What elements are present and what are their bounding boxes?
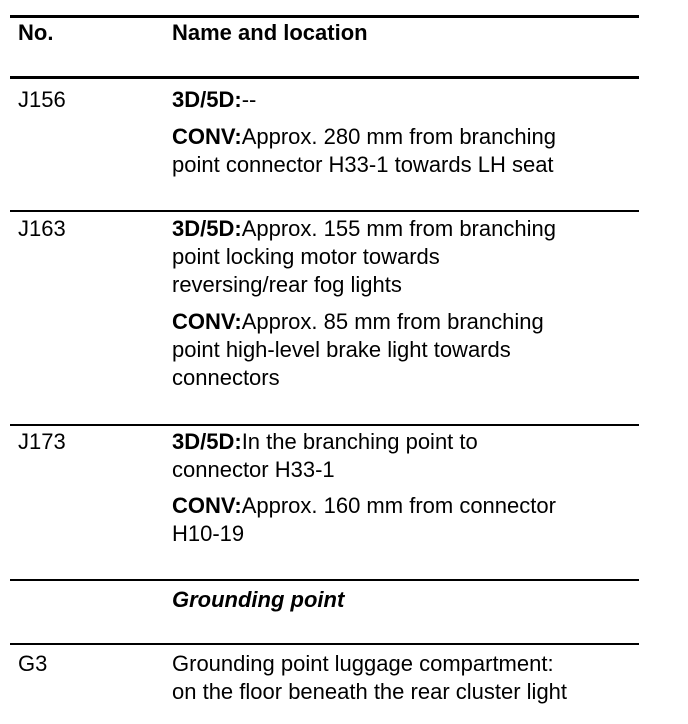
section-heading: Grounding point bbox=[172, 587, 345, 612]
entry-line: Approx. 155 mm from branching bbox=[241, 216, 556, 241]
entry-prefix: CONV: bbox=[172, 124, 242, 149]
column-header-no: No. bbox=[18, 20, 54, 45]
entry-3d5d: 3D/5D:Approx. 155 mm from branching bbox=[172, 215, 556, 243]
entry-prefix: CONV: bbox=[172, 493, 242, 518]
entry-line: Grounding point luggage compartment: bbox=[172, 651, 554, 676]
header-top-rule bbox=[10, 15, 639, 18]
entry-line: connector H33-1 bbox=[172, 457, 335, 482]
entry-line: connectors bbox=[172, 365, 280, 390]
entry-line: Approx. 280 mm from branching bbox=[241, 124, 556, 149]
entry-conv: CONV:Approx. 160 mm from connector bbox=[172, 492, 556, 520]
entry-line: point locking motor towards bbox=[172, 244, 440, 269]
entry-3d5d: 3D/5D:-- bbox=[172, 86, 256, 114]
entry-line: on the floor beneath the rear cluster li… bbox=[172, 679, 568, 704]
row-divider-g3 bbox=[10, 643, 639, 645]
entry-line: H10-19 bbox=[172, 521, 245, 546]
entry-conv: CONV:Approx. 85 mm from branching bbox=[172, 308, 544, 336]
entry-prefix: 3D/5D: bbox=[172, 429, 242, 454]
row-no: J156 bbox=[18, 87, 66, 112]
entry-prefix: 3D/5D: bbox=[172, 216, 242, 241]
header-bottom-rule bbox=[10, 76, 639, 79]
entry-line: -- bbox=[241, 87, 257, 112]
entry-line: reversing/rear fog lights bbox=[172, 272, 402, 297]
entry-3d5d: 3D/5D:In the branching point to bbox=[172, 428, 478, 456]
entry-line: point connector H33-1 towards LH seat bbox=[172, 152, 554, 177]
entry-line: In the branching point to bbox=[241, 429, 478, 454]
row-no: G3 bbox=[18, 651, 48, 676]
row-no: J163 bbox=[18, 216, 66, 241]
row-divider-j173 bbox=[10, 424, 639, 426]
column-header-name: Name and location bbox=[172, 20, 368, 45]
entry-conv: CONV:Approx. 280 mm from branching bbox=[172, 123, 556, 151]
entry-line: Approx. 85 mm from branching bbox=[241, 309, 544, 334]
entry-line: Approx. 160 mm from connector bbox=[241, 493, 556, 518]
row-no: J173 bbox=[18, 429, 66, 454]
entry-line: point high-level brake light towards bbox=[172, 337, 511, 362]
entry-prefix: 3D/5D: bbox=[172, 87, 242, 112]
entry-prefix: CONV: bbox=[172, 309, 242, 334]
row-divider-grounding bbox=[10, 579, 639, 581]
row-divider-j163 bbox=[10, 210, 639, 212]
